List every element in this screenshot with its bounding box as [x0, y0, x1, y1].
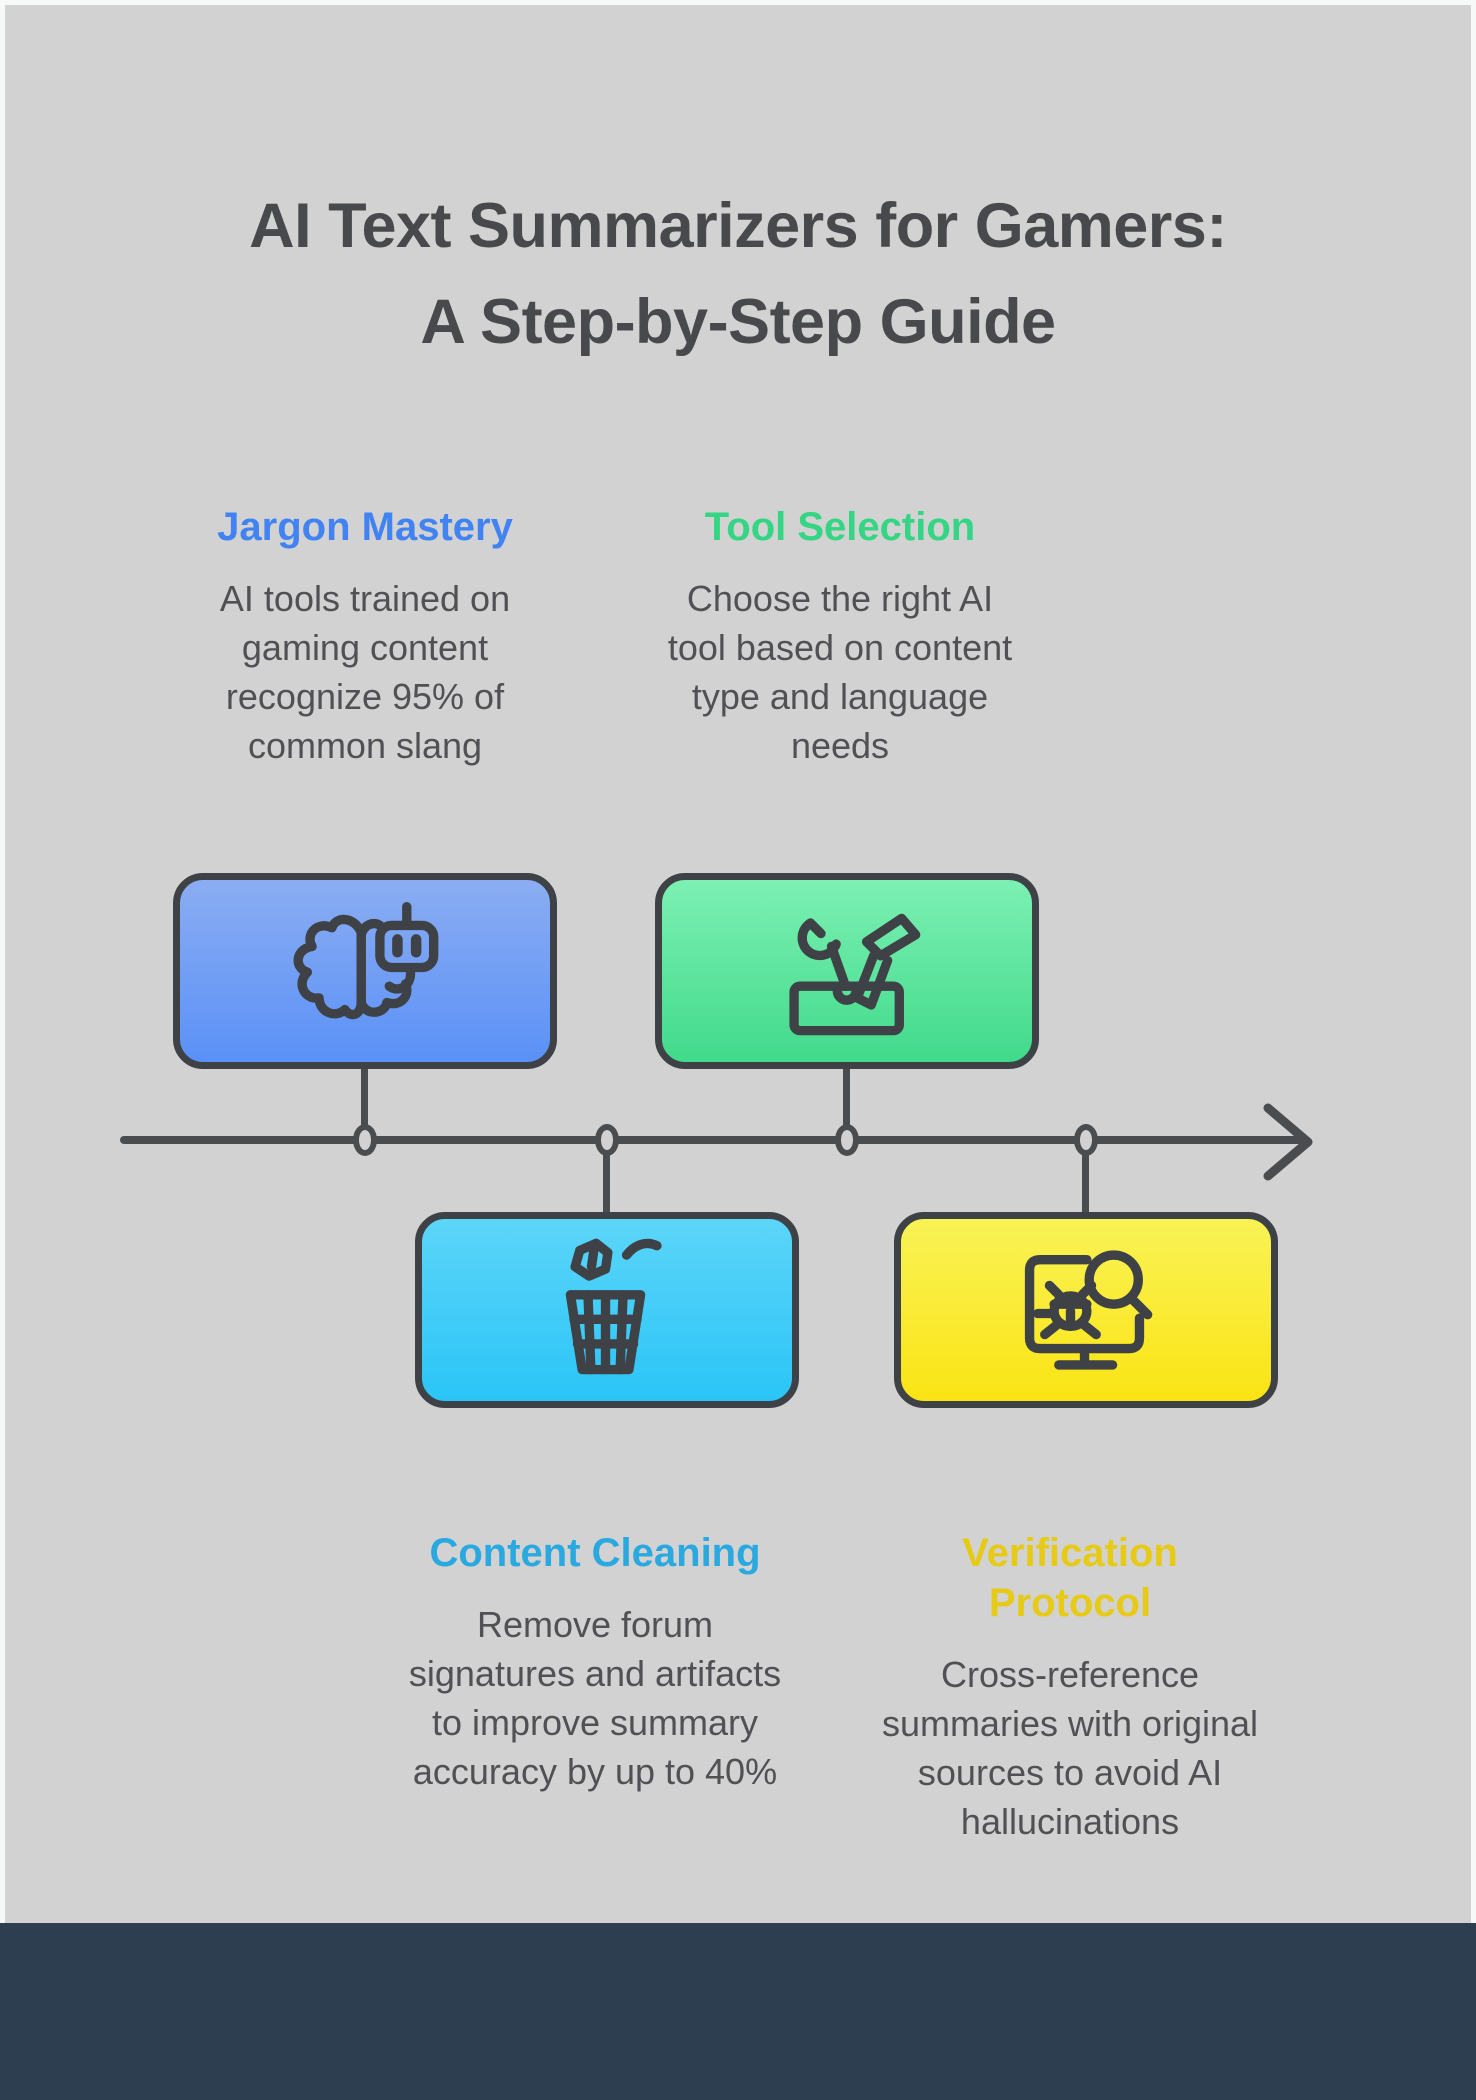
- timeline-node-3: [835, 1124, 859, 1156]
- toolbox-icon: [789, 913, 921, 1036]
- step-icon-card: [415, 1212, 799, 1408]
- page-edge-top: [0, 0, 1476, 5]
- bug-scan-icon: [1025, 1250, 1153, 1370]
- step-title: Content Cleaning: [429, 1531, 761, 1575]
- timeline-node-2: [595, 1124, 619, 1156]
- step-description: AI tools trained on gaming content recog…: [219, 578, 511, 766]
- step-connector: [361, 1064, 368, 1142]
- page-title-line1: AI Text Summarizers for Gamers:: [249, 191, 1227, 261]
- timeline-node-4: [1074, 1124, 1098, 1156]
- timeline-line: [120, 1136, 1305, 1144]
- step-text-block: Jargon Mastery AI tools trained on gamin…: [185, 502, 545, 770]
- step-description: Choose the right AI tool based on conten…: [667, 578, 1013, 766]
- step-description: Cross-reference summaries with original …: [881, 1654, 1259, 1842]
- step-icon-card: [894, 1212, 1278, 1408]
- step-title: Verification Protocol: [962, 1531, 1178, 1625]
- step-text-block: Verification Protocol Cross-reference su…: [880, 1528, 1260, 1846]
- timeline-node-1: [353, 1124, 377, 1156]
- step-description: Remove forum signatures and artifacts to…: [408, 1604, 782, 1792]
- step-icon-card: [655, 873, 1039, 1069]
- footer-band: [0, 1923, 1476, 2100]
- page-edge-left: [0, 0, 5, 1923]
- trash-toss-icon: [566, 1238, 662, 1375]
- step-connector: [1082, 1138, 1089, 1214]
- step-connector: [843, 1064, 850, 1142]
- brain-robot-icon: [293, 902, 439, 1020]
- step-text-block: Tool Selection Choose the right AI tool …: [660, 502, 1020, 770]
- page-edge-right: [1471, 0, 1476, 1923]
- step-title: Jargon Mastery: [217, 505, 513, 549]
- timeline-arrowhead-icon: [1263, 1103, 1313, 1181]
- step-icon-card: [173, 873, 557, 1069]
- page-title-line2: A Step-by-Step Guide: [420, 287, 1056, 357]
- page-title: AI Text Summarizers for Gamers: A Step-b…: [0, 178, 1476, 370]
- step-text-block: Content Cleaning Remove forum signatures…: [405, 1528, 785, 1796]
- step-connector: [603, 1138, 610, 1214]
- step-title: Tool Selection: [704, 505, 976, 549]
